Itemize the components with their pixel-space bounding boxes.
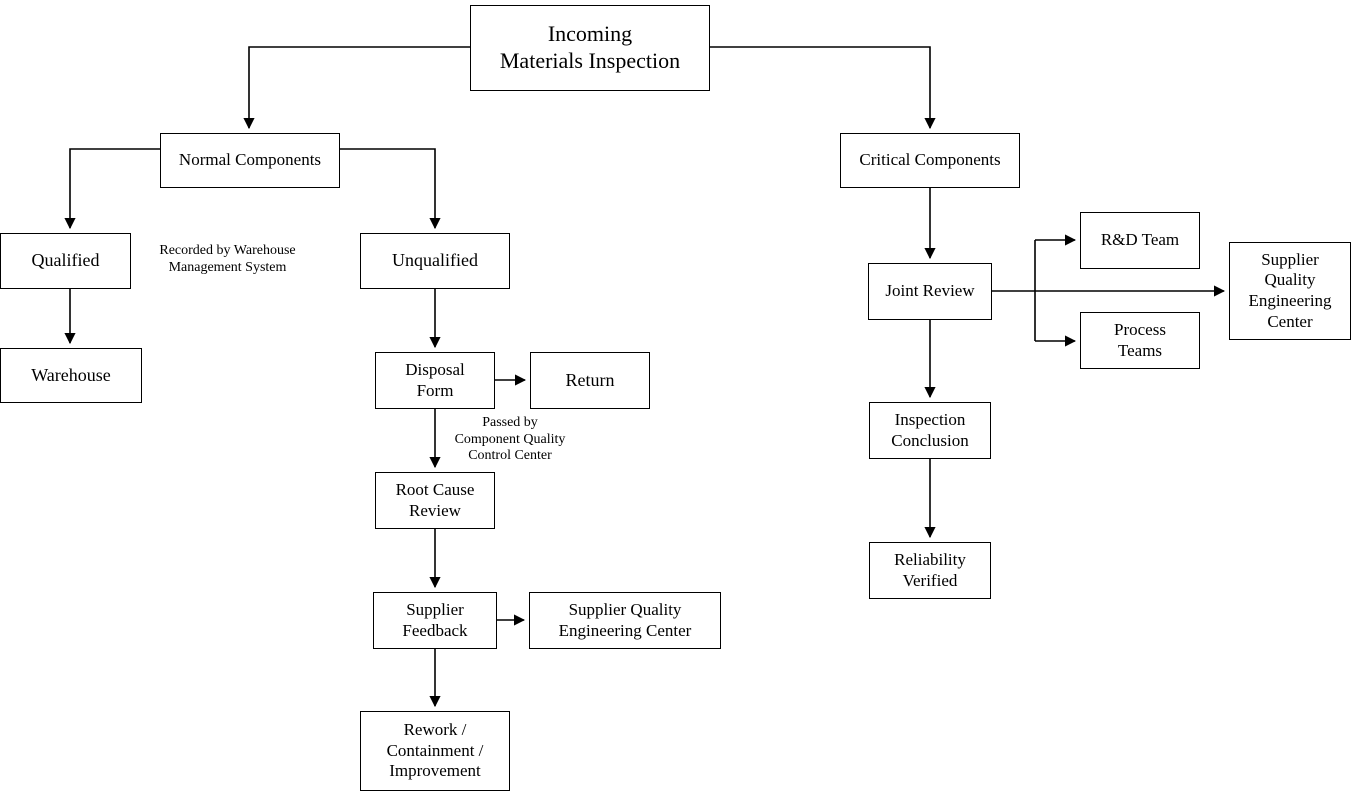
edge-normal-to-qualified bbox=[64, 148, 160, 230]
node-label: Supplier Quality Engineering Center bbox=[1248, 249, 1332, 331]
node-processteams[interactable]: Process Teams bbox=[1080, 312, 1200, 369]
node-jointreview[interactable]: Joint Review bbox=[868, 263, 992, 320]
node-disposal[interactable]: Disposal Form bbox=[375, 352, 495, 409]
node-label: Return bbox=[565, 369, 615, 390]
edge-incoming-to-normal bbox=[243, 46, 470, 130]
node-label: Rework / Containment / Improvement bbox=[386, 719, 484, 781]
node-warehouse[interactable]: Warehouse bbox=[0, 348, 142, 403]
node-incoming[interactable]: Incoming Materials Inspection bbox=[470, 5, 710, 91]
node-label: Reliability Verified bbox=[894, 549, 966, 590]
node-rework[interactable]: Rework / Containment / Improvement bbox=[360, 711, 510, 791]
node-label: R&D Team bbox=[1100, 230, 1180, 250]
node-inspconclusion[interactable]: Inspection Conclusion bbox=[869, 402, 991, 459]
node-rdteam[interactable]: R&D Team bbox=[1080, 212, 1200, 269]
edge-incoming-to-critical bbox=[710, 46, 936, 130]
node-label: Supplier Feedback bbox=[402, 599, 468, 640]
node-label: Qualified bbox=[31, 250, 100, 271]
node-label: Joint Review bbox=[885, 281, 975, 301]
node-label: Critical Components bbox=[859, 150, 1001, 170]
node-normal[interactable]: Normal Components bbox=[160, 133, 340, 188]
node-label: Warehouse bbox=[31, 364, 111, 385]
node-label: Root Cause Review bbox=[395, 479, 475, 520]
node-sqec_right[interactable]: Supplier Quality Engineering Center bbox=[1229, 242, 1351, 340]
node-label: Incoming Materials Inspection bbox=[499, 21, 681, 73]
node-critical[interactable]: Critical Components bbox=[840, 133, 1020, 188]
node-label: Disposal Form bbox=[405, 359, 465, 400]
node-supplierfb[interactable]: Supplier Feedback bbox=[373, 592, 497, 649]
node-return[interactable]: Return bbox=[530, 352, 650, 409]
edge-label-warehouse-note: Recorded by Warehouse Management System bbox=[159, 243, 296, 275]
node-label: Process Teams bbox=[1114, 319, 1166, 360]
node-rootcause[interactable]: Root Cause Review bbox=[375, 472, 495, 529]
node-qualified[interactable]: Qualified bbox=[0, 233, 131, 289]
node-reliability[interactable]: Reliability Verified bbox=[869, 542, 991, 599]
node-label: Supplier Quality Engineering Center bbox=[558, 599, 692, 640]
edge-label-passed-by-note: Passed by Component Quality Control Cent… bbox=[454, 415, 566, 464]
node-label: Inspection Conclusion bbox=[891, 409, 969, 450]
node-unqualified[interactable]: Unqualified bbox=[360, 233, 510, 289]
node-label: Unqualified bbox=[392, 250, 478, 271]
node-sqec_left[interactable]: Supplier Quality Engineering Center bbox=[529, 592, 721, 649]
edge-normal-to-unqualified bbox=[340, 148, 441, 230]
node-label: Normal Components bbox=[178, 150, 322, 170]
